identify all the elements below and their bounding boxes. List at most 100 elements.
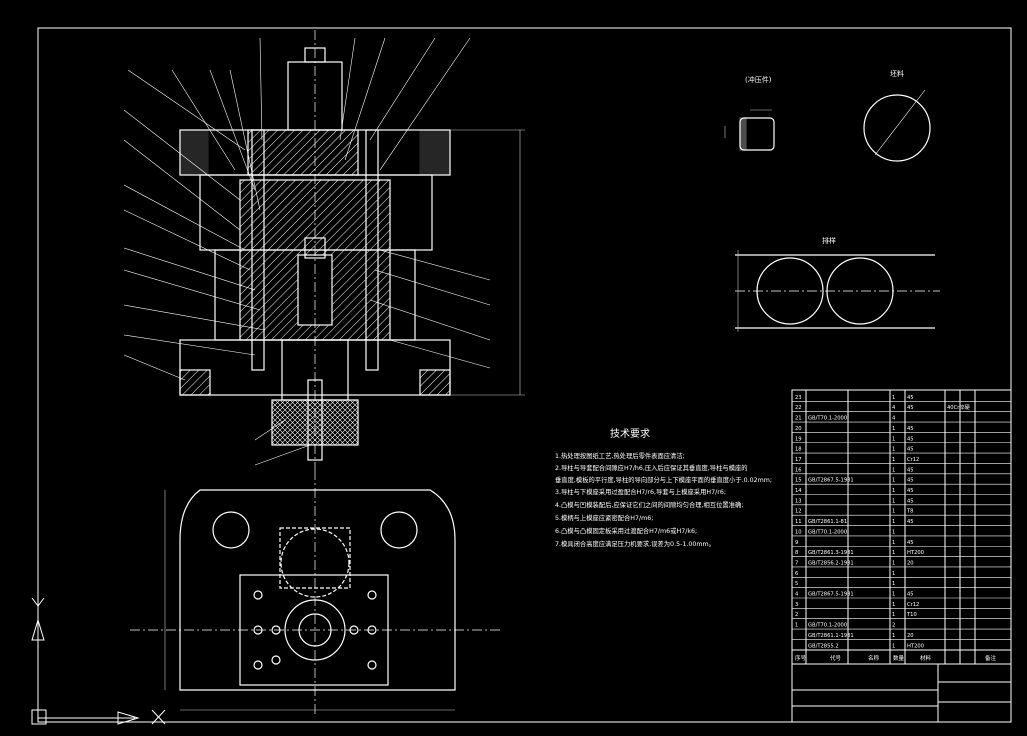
bom-header-cell: 名称 (868, 654, 880, 662)
bom-cell: 11 (795, 519, 802, 525)
bom-cell: 20 (795, 426, 802, 432)
tech-req-line: 3.导柱与下模座采用过盈配合H7/r6,导套与上模座采用H7/r6; (555, 487, 726, 496)
strip-layout-view (735, 250, 940, 332)
bom-cell: GB/T2861.1-81 (808, 519, 847, 525)
bom-header-cell: 代号 (830, 654, 842, 662)
height-dimension (450, 129, 525, 396)
bom-cell: 1 (892, 447, 895, 453)
bom-cell: 45 (907, 447, 914, 453)
bom-header-cell: 材料 (920, 654, 932, 662)
bom-cell: GB/T2867.5-1981 (808, 592, 854, 598)
bom-cell: 4 (795, 592, 799, 598)
bom-cell: 1 (892, 426, 895, 432)
bom-cell: 45 (907, 478, 914, 484)
bom-cell: 4 (892, 416, 896, 422)
round-view-label: 坯料 (890, 69, 904, 78)
plan-view (130, 470, 500, 715)
bom-cell: 1 (892, 560, 895, 566)
bom-cell: 16 (795, 467, 802, 473)
technical-requirements: 技术要求 1.热处理按图纸工艺,热处理后零件表面应清洁; 2.导柱与导套配合间隙… (555, 427, 772, 548)
bom-cell: 6 (795, 571, 798, 577)
bom-cell: 45 (907, 467, 914, 473)
tech-req-line: 垂直度,模板的平行度,导柱的导向部分与上下模座平面的垂直度小于.0.02mm; (555, 475, 772, 484)
tech-req-line: 2.导柱与导套配合间隙应H7/h6,压入后应保证其垂直度,导柱与模座的 (555, 463, 748, 472)
bom-cell: 45 (907, 436, 914, 442)
tech-req-line: 7.模具闭合高度应满足压力机要求,误差为0.5-1.00mm。 (555, 539, 715, 548)
bom-cell: 45 (907, 519, 914, 525)
bom-cell: 7 (795, 560, 798, 566)
bom-cell: 1 (892, 519, 895, 525)
bom-cell: 1 (892, 467, 895, 473)
bom-cell: 18 (795, 447, 802, 453)
bom-cell: 1 (892, 478, 895, 484)
bom-cell: 1 (892, 436, 895, 442)
bom-cell: GB/T2867.5-1981 (808, 478, 854, 484)
tech-req-line: 1.热处理按图纸工艺,热处理后零件表面应清洁; (555, 451, 685, 460)
tech-req-line: 4.凸模与凹模装配后,应保证它们之间的间隙均匀合理,相互位置准确; (555, 500, 743, 509)
bom-cell: 21 (795, 416, 802, 422)
bom-cell: Cr12 (907, 602, 919, 608)
bom-cell: GB/T2861.3-1981 (808, 550, 854, 556)
bom-cell: 1 (892, 457, 895, 463)
bom-cell: 15 (795, 478, 802, 484)
bom-cell: 2 (892, 623, 895, 629)
bom-cell: 1 (892, 633, 895, 639)
bom-cell: 13 (795, 498, 802, 504)
bom-cell: 1 (892, 395, 895, 401)
bom-header-cell: 备注 (985, 654, 997, 662)
blank-part-view (724, 109, 775, 151)
bom-cell: 1 (892, 602, 895, 608)
bom-cell: GB/T2855.2 (808, 643, 839, 649)
leader-lines (123, 37, 491, 466)
bom-header: 序号 代号 名称 数量 材料 备注 (795, 654, 997, 662)
bom-header-cell: 序号 (795, 654, 807, 662)
bom-cell: 4 (892, 405, 896, 411)
bom-cell: 1 (892, 581, 895, 587)
bom-cell: HT200 (907, 643, 924, 649)
bom-cell: 45 (907, 540, 914, 546)
bom-cell: 17 (795, 457, 802, 463)
bom-cell: 20 (907, 560, 914, 566)
bom-cell: 1 (795, 623, 798, 629)
bom-cell: 1 (892, 612, 895, 618)
bom-cell: 14 (795, 488, 802, 494)
blank-view-label: (冲压件) (745, 75, 772, 84)
ucs-axis-icon (31, 595, 166, 725)
bom-cell: T10 (906, 612, 917, 618)
bom-cell: Cr12 (907, 457, 919, 463)
sheet-border (37, 27, 1012, 723)
bom-cell: GB/T70.1-2000 (808, 416, 847, 422)
bom-cell: 1 (892, 550, 895, 556)
bom-cell: 19 (795, 436, 802, 442)
bom-cell: GB/T70.1-2000 (808, 529, 847, 535)
bom-cell: GB/T2861.1-1981 (808, 633, 854, 639)
bom-cell: 9 (795, 540, 798, 546)
round-blank-view (863, 89, 931, 162)
bom-cell: 3 (795, 602, 798, 608)
bom-cell: 1 (892, 571, 895, 577)
bom-cell: GB/T2856.2-1981 (808, 560, 854, 566)
bom-cell: 45 (907, 426, 914, 432)
bom-cell: 45 (907, 488, 914, 494)
tech-req-line: 5.模柄与上模座应紧密配合H7/m6; (555, 513, 653, 522)
bom-cell: 45 (907, 592, 914, 598)
bom-cell: 1 (892, 509, 895, 515)
bom-cell: 20 (907, 633, 914, 639)
layout-view-label: 排样 (822, 236, 836, 245)
bom-cell: 1 (892, 529, 895, 535)
front-section-view (179, 30, 451, 470)
bom-cell: 1 (892, 488, 895, 494)
bom-header-cell: 数量 (893, 654, 905, 662)
bom-cell: 1 (892, 643, 895, 649)
bom-cell: 5 (795, 581, 798, 587)
bom-cell: 22 (795, 405, 802, 411)
bom-cell: 8 (795, 550, 798, 556)
bom-cell: 1 (892, 498, 895, 504)
bom-cell: 40Cr淬硬 (947, 403, 971, 411)
bom-cell: HT200 (907, 550, 924, 556)
bom-cell: 12 (795, 509, 802, 515)
bom-cell: 1 (892, 592, 895, 598)
tech-req-title: 技术要求 (610, 427, 650, 440)
